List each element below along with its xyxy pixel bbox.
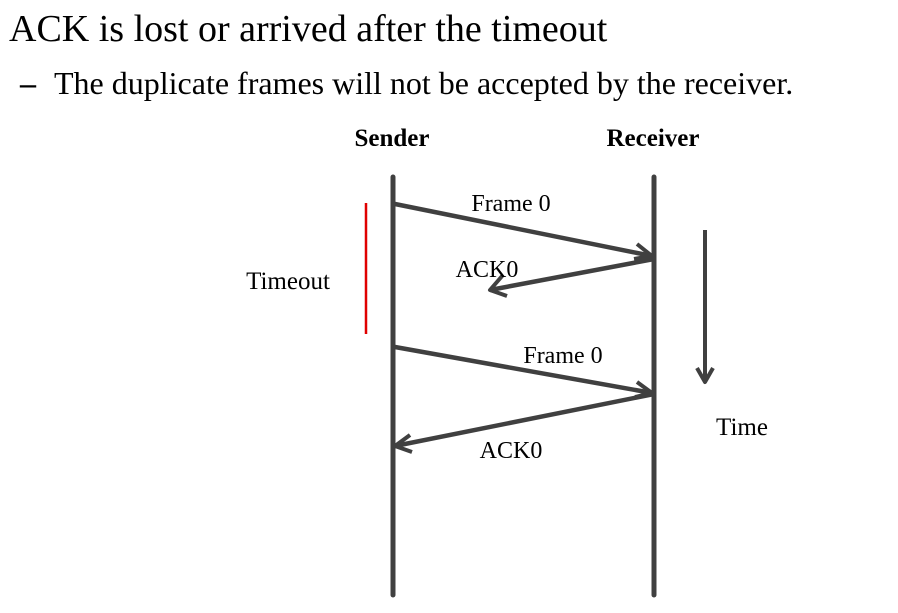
sender-label: Sender (355, 125, 430, 152)
message-frame0-first: Frame 0 (394, 191, 654, 261)
message-ack0-late: ACK0 (456, 256, 655, 298)
timeout-label: Timeout (246, 268, 330, 295)
message-frame0-retransmit: Frame 0 (394, 343, 654, 399)
bullet-text: The duplicate frames will not be accepte… (54, 65, 794, 101)
arrowhead-icon (393, 433, 413, 454)
receiver-label: Receiver (607, 125, 700, 152)
ack0-label: ACK0 (480, 438, 543, 464)
frame0-label: Frame 0 (471, 191, 550, 217)
time-arrow (695, 230, 715, 384)
frame0-retransmit-label: Frame 0 (523, 343, 602, 369)
frame0-retransmit-arrow-line (394, 344, 653, 396)
bullet-item: –The duplicate frames will not be accept… (20, 63, 793, 103)
arrowhead-icon (633, 242, 654, 261)
arrowhead-icon (488, 273, 508, 298)
ack0-arrow-line (489, 256, 655, 293)
frame0-arrow-line (394, 201, 653, 259)
slide-title: ACK is lost or arrived after the timeout (9, 8, 608, 50)
ack0-arrow-line (394, 391, 655, 449)
bullet-dash: – (20, 65, 36, 101)
ack0-late-label: ACK0 (456, 257, 519, 283)
message-ack0: ACK0 (393, 391, 655, 464)
time-label: Time (716, 414, 768, 441)
arrow-down-icon (695, 367, 715, 384)
